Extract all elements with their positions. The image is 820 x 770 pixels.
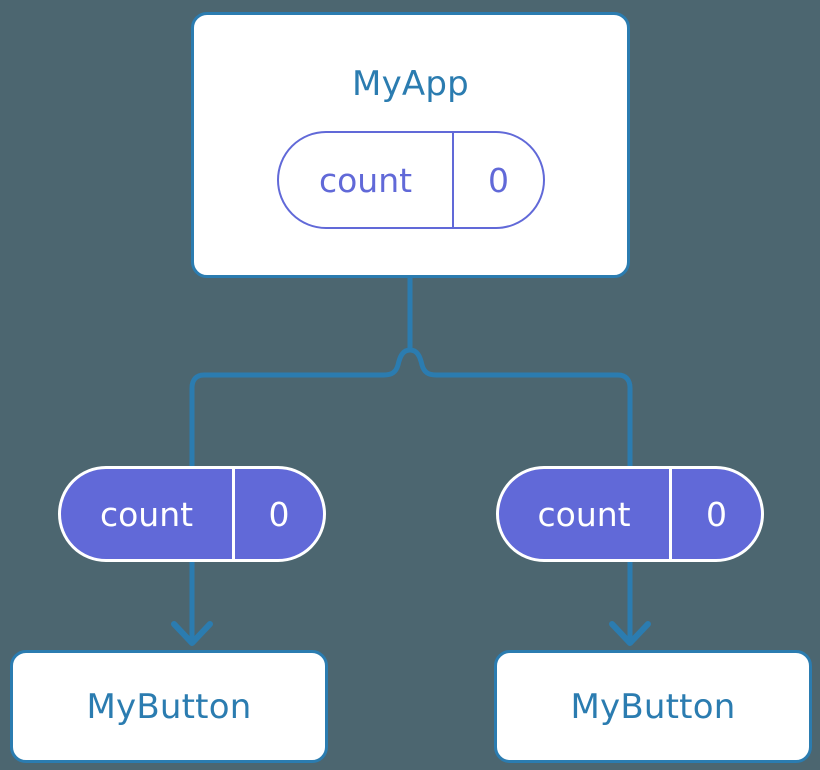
state-pill-root[interactable]: count 0 bbox=[277, 131, 545, 229]
component-card-mybutton-right[interactable]: MyButton bbox=[494, 650, 812, 763]
edge-branch-right bbox=[409, 347, 633, 468]
component-title-mybutton-left: MyButton bbox=[86, 686, 252, 727]
component-title-myapp: MyApp bbox=[352, 64, 469, 104]
arrowhead-left-icon bbox=[171, 621, 213, 646]
state-pill-right[interactable]: count 0 bbox=[496, 466, 764, 562]
state-pill-right-value: 0 bbox=[669, 469, 761, 559]
state-pill-root-value: 0 bbox=[452, 133, 543, 227]
component-card-mybutton-left[interactable]: MyButton bbox=[10, 650, 328, 763]
state-pill-left-name: count bbox=[99, 494, 194, 534]
edge-branch-left bbox=[189, 347, 411, 468]
state-pill-root-name: count bbox=[318, 160, 413, 200]
state-pill-left-value: 0 bbox=[232, 469, 323, 559]
state-pill-right-name: count bbox=[537, 494, 631, 534]
component-title-mybutton-right: MyButton bbox=[570, 686, 736, 727]
arrowhead-right-icon bbox=[609, 621, 651, 646]
state-pill-left[interactable]: count 0 bbox=[58, 466, 326, 562]
